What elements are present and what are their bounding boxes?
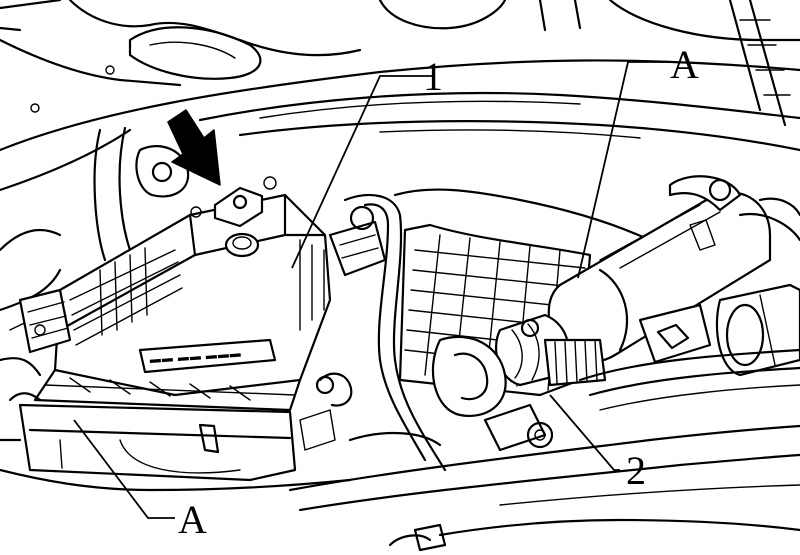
front-crossmember: [288, 424, 800, 552]
left-inner-wing: [0, 126, 190, 331]
lower-duct-housing: [0, 403, 352, 492]
ecu-cover: ▬▬ ▬▬ ▬▬▬: [33, 176, 332, 412]
right-side-components: [578, 197, 800, 411]
leader-2: [549, 394, 620, 471]
leader-a-bottom: [73, 419, 175, 519]
leader-lines: [73, 61, 668, 519]
lower-center-mechanics: [299, 335, 554, 452]
callout-1: 1: [423, 54, 443, 99]
down-right-arrow-icon: [167, 109, 221, 186]
bonnet-hinge-area: [0, 0, 800, 127]
leader-a-top: [577, 61, 668, 279]
callout-2: 2: [626, 448, 646, 493]
leader-1: [291, 75, 432, 269]
callout-a-bottom: A: [178, 497, 207, 542]
central-hose: [328, 193, 447, 472]
air-filter-housing: [495, 175, 772, 387]
left-connectors: [0, 288, 72, 402]
callout-a-top: A: [670, 42, 699, 87]
